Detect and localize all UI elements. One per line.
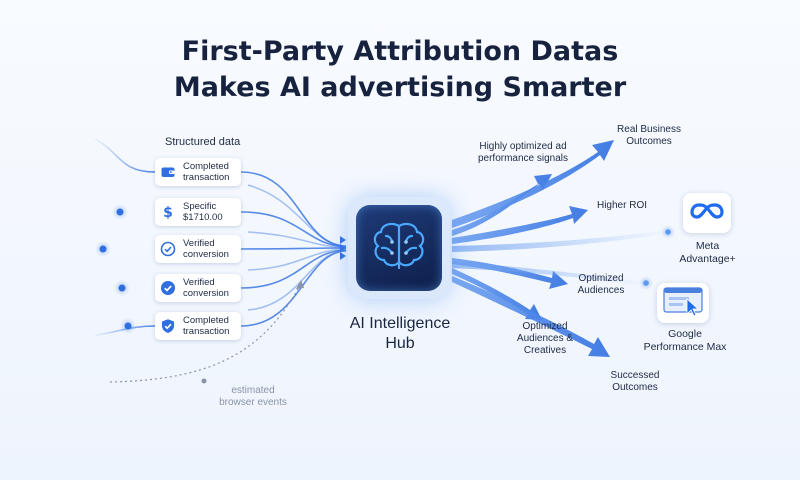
output-label-higher-roi: Higher ROI [596, 200, 647, 211]
badge-check-icon [159, 240, 177, 258]
input-card-label: Specific $1710.00 [183, 201, 223, 223]
source-dots [95, 204, 136, 334]
incoming-line-1 [91, 137, 156, 173]
output-label-optimized-audiences: Optimized Audiences [577, 273, 625, 296]
beam-real-business-outcomes [452, 140, 614, 228]
output-label-performance-signals: Highly optimized ad performance signals [477, 141, 569, 164]
brain-icon [370, 220, 428, 277]
dollar-icon: $ [159, 203, 177, 221]
title-line-1: First-Party Attribution Datas [181, 36, 619, 67]
wallet-icon [159, 163, 177, 181]
estimated-dotted-line [109, 284, 301, 383]
output-label-successed-outcomes: Successed Outcomes [610, 370, 660, 393]
ai-hub-box [348, 197, 450, 299]
source-dot [118, 284, 126, 292]
source-dot [124, 322, 132, 330]
output-label-audiences-creatives: Optimized Audiences & Creatives [516, 321, 574, 356]
beam-google [452, 262, 646, 286]
input-card-completed-transaction: Completed transaction [155, 312, 241, 340]
google-performance-max-card [657, 283, 709, 323]
hub-input-arrows [340, 236, 346, 260]
page-title: First-Party Attribution Datas Makes AI a… [0, 34, 800, 106]
google-performance-max-label: Google Performance Max [643, 328, 727, 353]
beam-performance-signals [452, 174, 552, 236]
input-card-verified-conversion: Verified conversion [155, 235, 241, 263]
check-circle-icon [159, 279, 177, 297]
structured-data-heading: Structured data [165, 136, 241, 148]
meta-advantage-label: Meta Advantage+ [679, 240, 736, 265]
platform-dots [639, 225, 675, 290]
input-card-specific-amount: $ Specific $1710.00 [155, 198, 241, 226]
ai-hub-inner [356, 205, 442, 291]
input-card-label: Verified conversion [183, 238, 229, 260]
beam-successed-outcomes [452, 276, 610, 357]
incoming-lines [60, 137, 156, 337]
input-card-label: Completed transaction [183, 161, 230, 183]
output-label-real-business-outcomes: Real Business Outcomes [617, 124, 681, 147]
shield-check-icon [159, 317, 177, 335]
browser-cursor-icon [663, 286, 703, 321]
beam-higher-roi [452, 206, 588, 244]
input-card-completed-transaction: Completed transaction [155, 158, 241, 186]
title-line-2: Makes AI advertising Smarter [173, 72, 627, 103]
source-dot [116, 208, 124, 216]
ai-hub-label: AI Intelligence Hub [349, 315, 451, 352]
card-to-hub-lines [240, 171, 347, 327]
input-card-label: Verified conversion [183, 277, 229, 299]
estimated-arrowhead [296, 280, 304, 289]
source-dot [99, 245, 107, 253]
output-beams [452, 140, 668, 357]
estimated-browser-events-label: estimated browser events [219, 385, 287, 408]
svg-text:$: $ [163, 205, 173, 220]
estimated-dot [201, 378, 207, 384]
input-card-label: Completed transaction [183, 315, 230, 337]
meta-infinity-icon [690, 201, 724, 226]
beam-meta [452, 230, 668, 252]
input-card-verified-conversion: Verified conversion [155, 274, 241, 302]
meta-advantage-card [683, 193, 731, 233]
